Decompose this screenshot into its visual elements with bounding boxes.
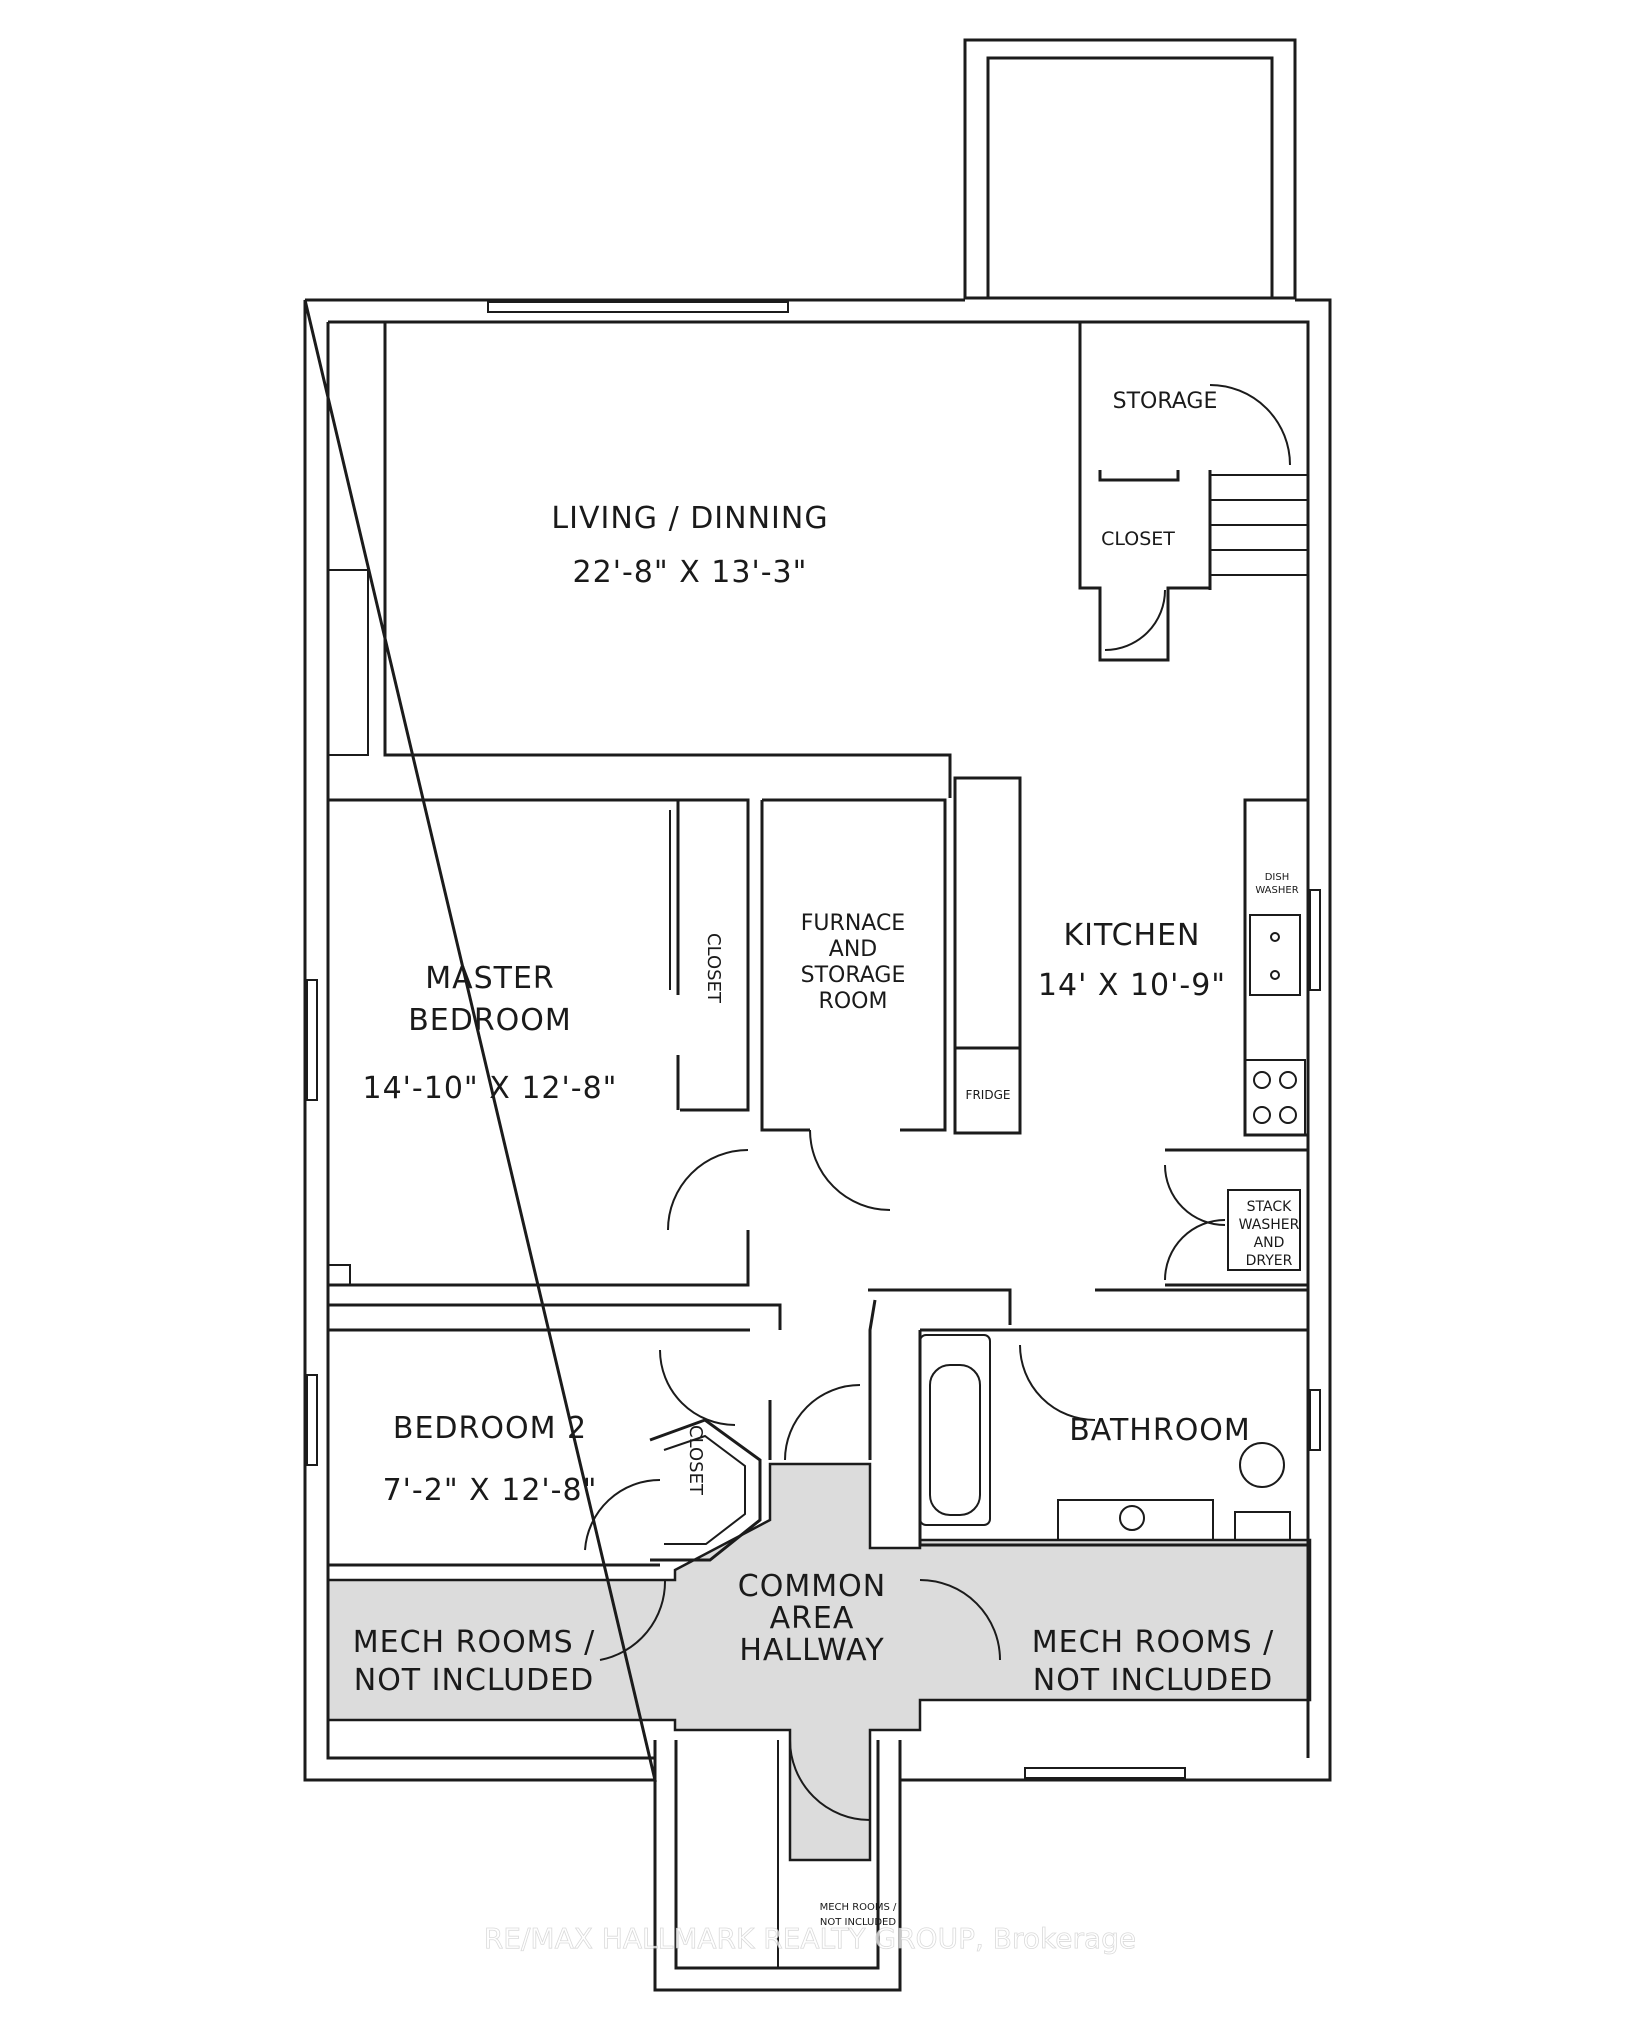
kitchen-size: 14' X 10'-9" xyxy=(1038,968,1226,1003)
closet-top-label: CLOSET xyxy=(1101,528,1175,550)
closet-b2-label: CLOSET xyxy=(685,1425,706,1496)
living-label: LIVING / DINNING xyxy=(551,501,828,536)
common-label-3: HALLWAY xyxy=(739,1633,884,1668)
laundry-label-4: DRYER xyxy=(1246,1253,1293,1269)
fridge-label: FRIDGE xyxy=(966,1088,1011,1102)
furnace-label-3: STORAGE xyxy=(801,963,906,988)
dishwasher-label-2: WASHER xyxy=(1255,885,1298,896)
interior-walls xyxy=(327,320,1310,1567)
furnace-label-2: AND xyxy=(829,937,877,962)
mech-small-label-2: NOT INCLUDED xyxy=(820,1917,896,1928)
room-labels: LIVING / DINNING 22'-8" X 13'-3" STORAGE… xyxy=(353,389,1300,1928)
closet-master-label: CLOSET xyxy=(703,933,724,1004)
windows xyxy=(306,301,1321,1779)
laundry-label-3: AND xyxy=(1254,1235,1285,1251)
dishwasher-label-1: DISH xyxy=(1265,872,1290,883)
kitchen-label: KITCHEN xyxy=(1064,918,1201,953)
master-label-1: MASTER xyxy=(425,961,555,996)
furnace-label-1: FURNACE xyxy=(801,911,905,936)
bedroom2-label: BEDROOM 2 xyxy=(393,1411,587,1446)
laundry-label-2: WASHER xyxy=(1239,1217,1300,1233)
master-label-2: BEDROOM xyxy=(408,1003,572,1038)
mech-right-label-2: NOT INCLUDED xyxy=(1033,1663,1274,1698)
bedroom2-size: 7'-2" X 12'-8" xyxy=(383,1473,598,1508)
common-label-1: COMMON xyxy=(738,1569,886,1604)
furnace-label-4: ROOM xyxy=(819,989,888,1014)
mech-left-label-2: NOT INCLUDED xyxy=(354,1663,595,1698)
mech-right-label-1: MECH ROOMS / xyxy=(1032,1625,1275,1660)
common-label-2: AREA xyxy=(770,1601,855,1636)
mech-left-label-1: MECH ROOMS / xyxy=(353,1625,596,1660)
doors xyxy=(584,384,1291,1821)
bathroom-label: BATHROOM xyxy=(1069,1413,1251,1448)
brokerage-watermark: RE/MAX HALLMARK REALTY GROUP, Brokerage xyxy=(484,1922,1136,1955)
living-size: 22'-8" X 13'-3" xyxy=(573,555,808,590)
storage-label: STORAGE xyxy=(1113,389,1218,414)
master-size: 14'-10" X 12'-8" xyxy=(363,1071,618,1106)
laundry-label-1: STACK xyxy=(1247,1199,1292,1215)
rear-porch xyxy=(963,38,1297,300)
mech-small-label-1: MECH ROOMS / xyxy=(820,1902,897,1913)
